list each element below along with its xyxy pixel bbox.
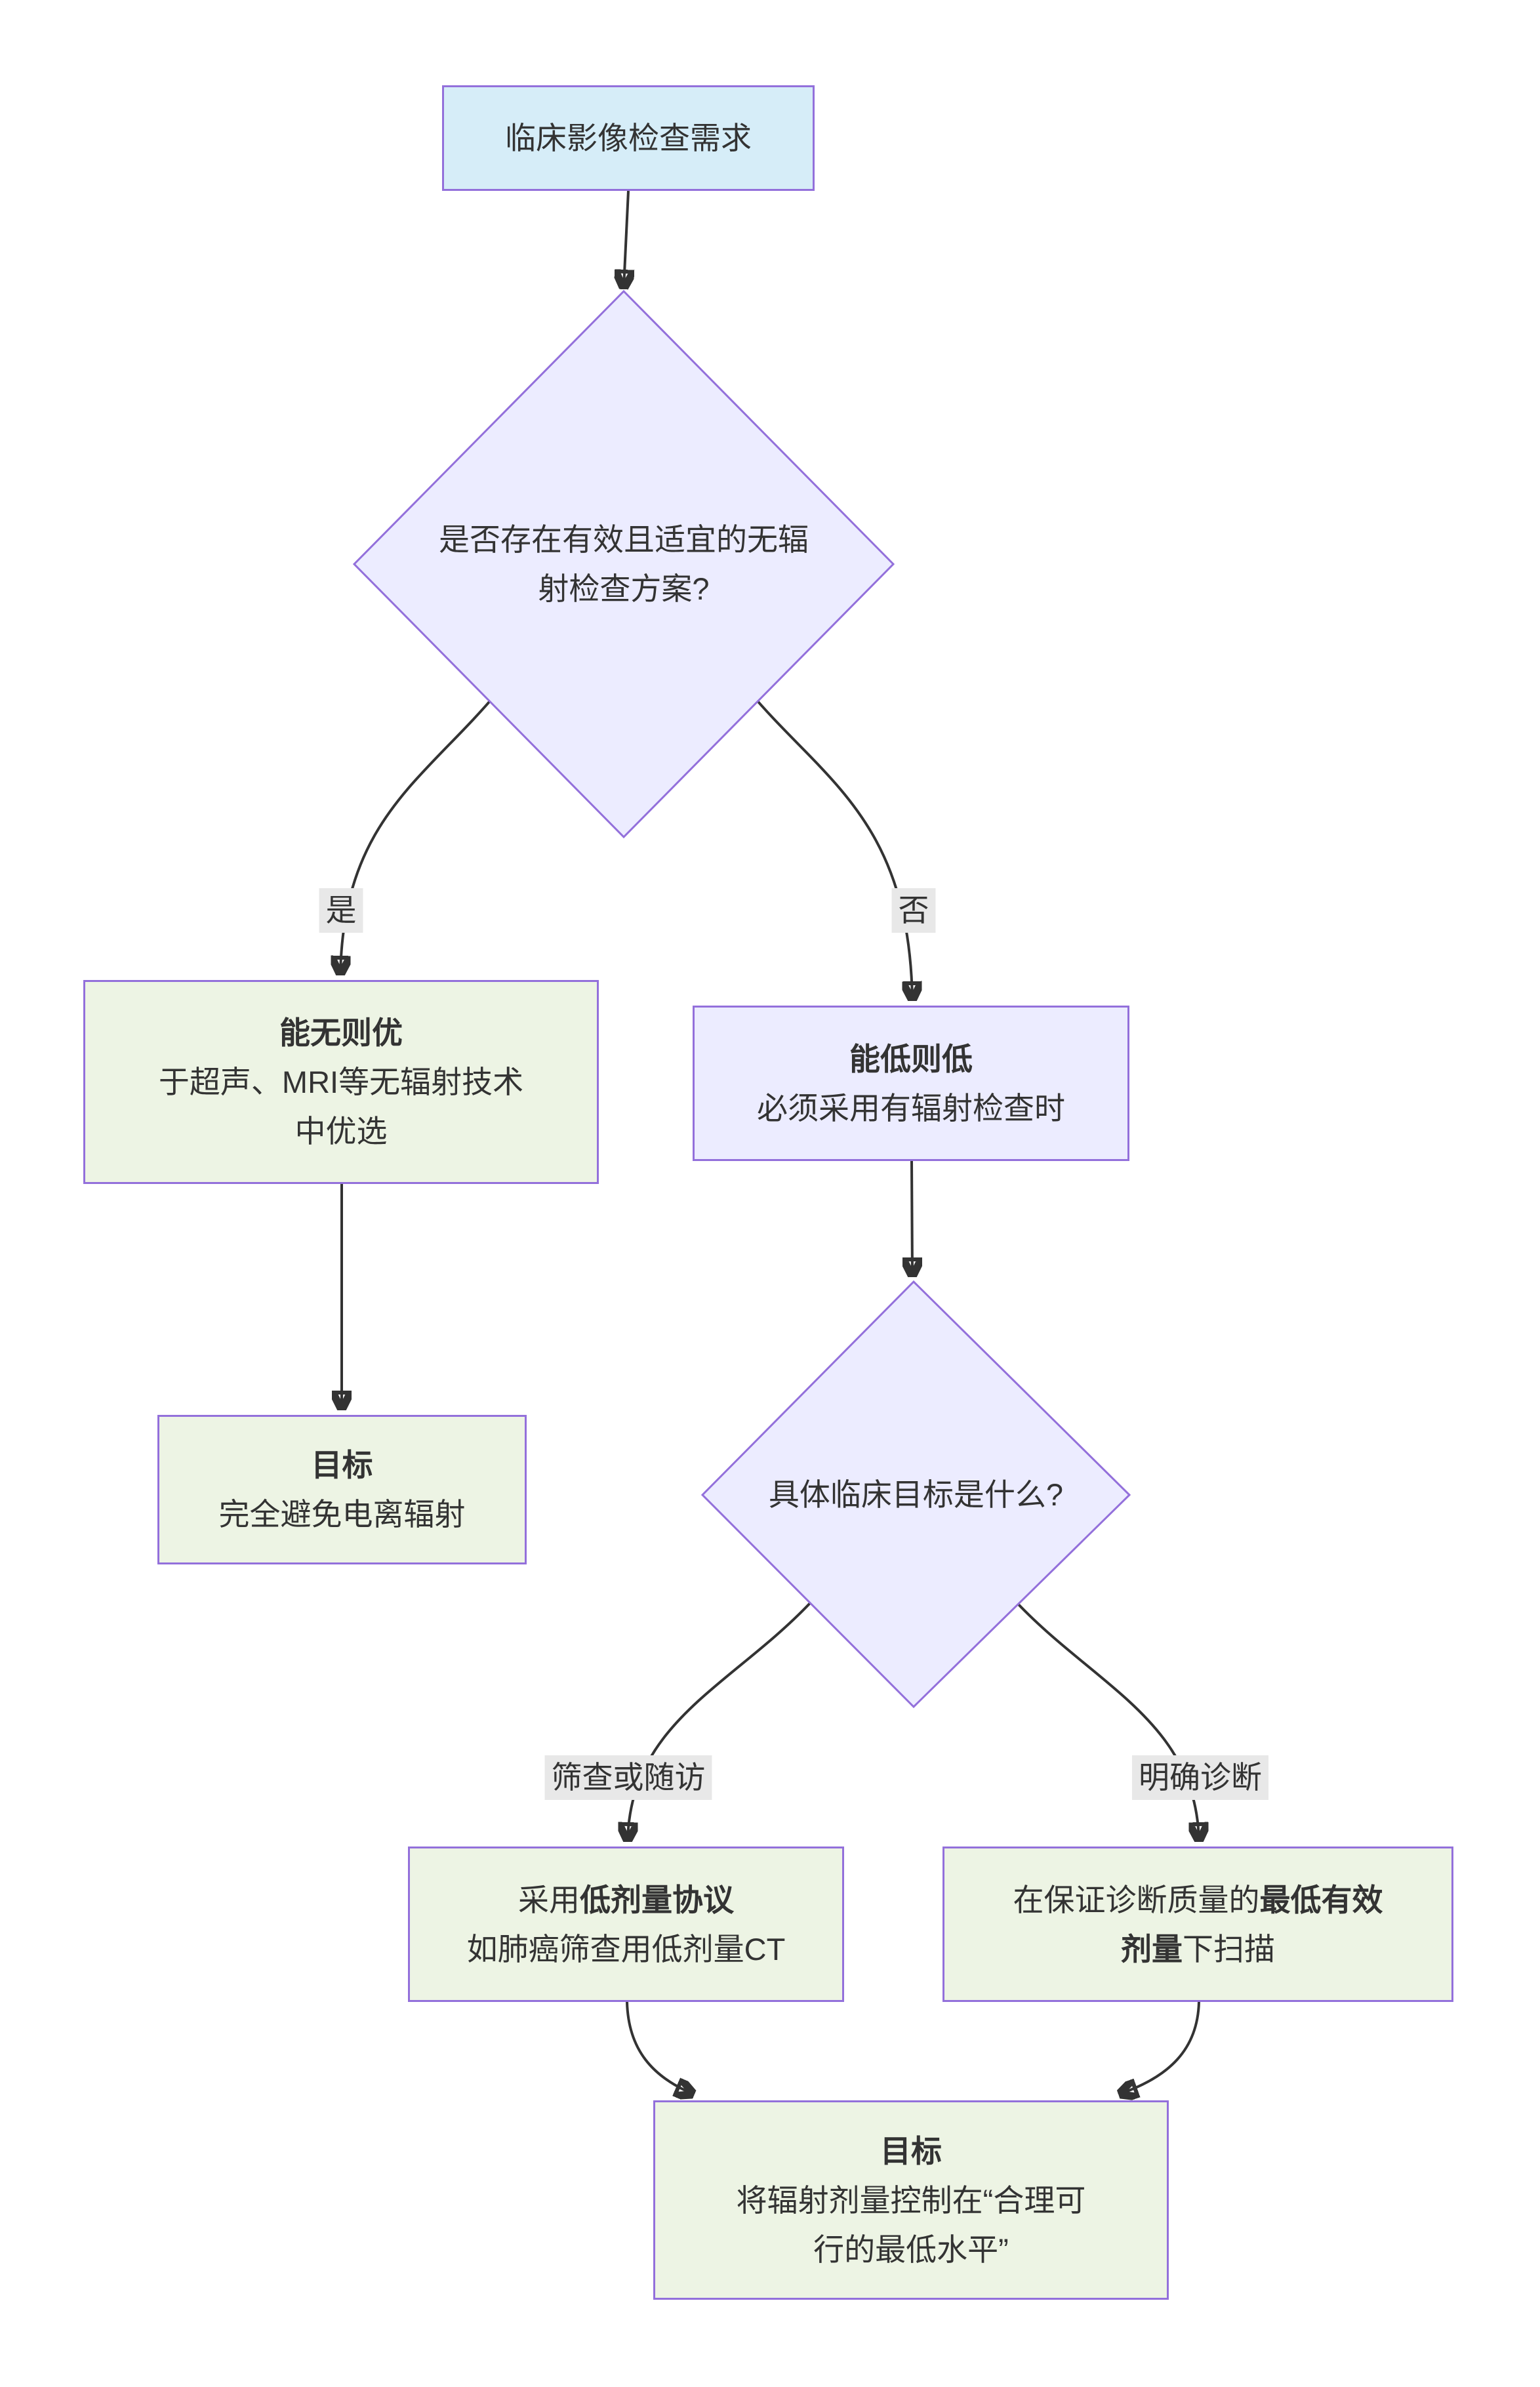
decision1-diamond <box>352 289 895 839</box>
decision2-label: 具体临床目标是什么? <box>768 1477 1064 1512</box>
goal-avoid-node: 目标 完全避免电离辐射 <box>157 1415 527 1564</box>
min-dose-node: 在保证诊断质量的最低有效 剂量下扫描 <box>942 1846 1453 2002</box>
edge-label-no: 否 <box>891 888 936 933</box>
start-node: 临床影像检查需求 <box>442 85 815 191</box>
edge-lowdose-goal <box>626 2001 693 2094</box>
edge-mindose-goal <box>1120 2001 1200 2094</box>
decision1-label: 是否存在有效且适宜的无辐 射检查方案? <box>439 522 809 606</box>
use-low-node: 能低则低 必须采用有辐射检查时 <box>693 1006 1129 1161</box>
start-node-label: 临床影像检查需求 <box>505 121 752 155</box>
edge-label-yes: 是 <box>319 888 363 933</box>
decision2-diamond <box>700 1280 1131 1709</box>
edge-start-decision1 <box>624 190 628 287</box>
low-dose-node: 采用低剂量协议 如肺癌筛查用低剂量CT <box>408 1846 844 2002</box>
goal-alara-node: 目标 将辐射剂量控制在“合理可 行的最低水平” <box>653 2100 1169 2300</box>
prefer-none-node: 能无则优 于超声、MRI等无辐射技术 中优选 <box>83 980 599 1184</box>
edge-label-diagnosis: 明确诊断 <box>1132 1755 1268 1800</box>
edge-label-screening: 筛查或随访 <box>544 1755 712 1800</box>
